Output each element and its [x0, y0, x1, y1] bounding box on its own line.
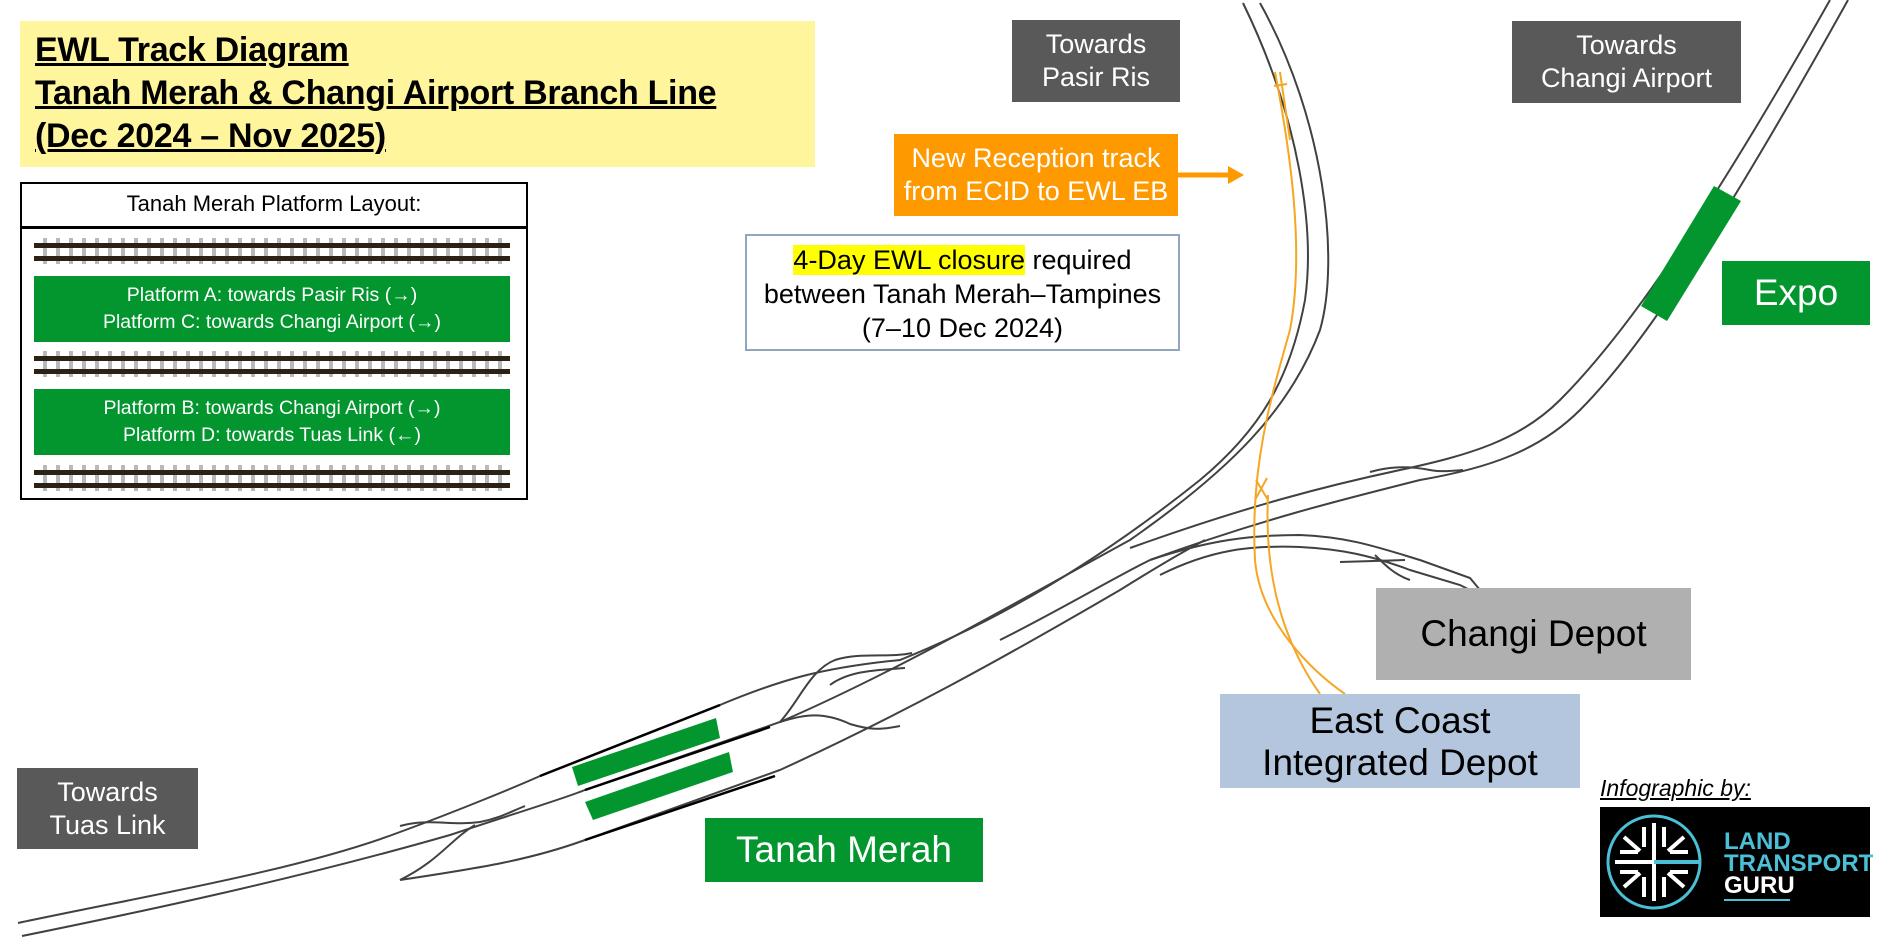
reception-crossover — [1254, 477, 1269, 501]
rail-track-icon — [34, 236, 510, 266]
platform-d-label: Platform D: towards Tuas Link (←) — [122, 424, 421, 446]
track-depot-2 — [1159, 545, 1471, 591]
annotation-line: New Reception track — [911, 143, 1161, 173]
track-junction-link — [999, 559, 1151, 641]
crossover-east-3 — [829, 667, 906, 686]
logo-word: TRANSPORT — [1724, 850, 1874, 877]
land-transport-guru-logo: LAND TRANSPORT GURU — [1600, 807, 1874, 917]
tanah-merah-platform-2 — [585, 752, 733, 820]
closure-dates: (7–10 Dec 2024) — [861, 313, 1064, 343]
platform-layout-heading: Tanah Merah Platform Layout: — [22, 184, 526, 229]
closure-annotation: 4-Day EWL closure required between Tanah… — [745, 234, 1180, 351]
crossover-east-2 — [779, 714, 901, 730]
closure-line-2: between Tanah Merah–Tampines — [763, 279, 1162, 309]
platform-b-label: Platform B: towards Changi Airport (→) — [103, 397, 441, 419]
label-line: Towards — [57, 776, 158, 807]
towards-changi-airport-label: Towards Changi Airport — [1512, 21, 1741, 103]
station-expo: Expo — [1722, 261, 1870, 325]
reception-track-annotation: New Reception track from ECID to EWL EB — [894, 134, 1178, 216]
rail-track-icon — [34, 463, 510, 493]
rail-track-icon — [34, 349, 510, 379]
crossover-east-1 — [779, 652, 913, 723]
label-line: Changi Airport — [1540, 63, 1713, 93]
logo-word: LAND — [1724, 828, 1791, 855]
crossover-cab — [1369, 466, 1464, 473]
towards-tuas-link-label: Towards Tuas Link — [17, 768, 198, 849]
label-line: Pasir Ris — [1041, 62, 1150, 92]
ecid-line-1: East Coast — [1309, 700, 1491, 741]
track-ewl-north — [17, 2, 1309, 924]
title-line-3: (Dec 2024 – Nov 2025) — [35, 117, 386, 155]
crossover-depot — [1339, 554, 1411, 581]
title-box: EWL Track Diagram Tanah Merah & Changi A… — [20, 21, 815, 167]
track-ewl-south — [399, 539, 1206, 881]
reception-buffer — [1273, 71, 1291, 141]
ecid-label: East Coast Integrated Depot — [1220, 694, 1580, 788]
island-platform-1: Platform A: towards Pasir Ris (→) Platfo… — [34, 276, 510, 342]
crossover-west-1 — [399, 805, 526, 827]
ecid-line-2: Integrated Depot — [1262, 742, 1538, 783]
expo-platform — [1641, 186, 1741, 321]
changi-depot-label: Changi Depot — [1376, 588, 1691, 680]
label-line: Tuas Link — [49, 809, 166, 840]
label-line: Towards — [1045, 29, 1147, 59]
logo-wordmark: LAND TRANSPORT GURU — [1724, 828, 1874, 899]
closure-text: required — [1025, 245, 1132, 275]
reception-arrow — [1178, 166, 1244, 184]
tanah-merah-platform-1 — [572, 718, 720, 786]
island-platform-2: Platform B: towards Changi Airport (→) P… — [34, 389, 510, 455]
reception-track-2 — [1266, 494, 1321, 695]
track-ewl-mid — [21, 2, 1330, 937]
platform-layout-legend: Tanah Merah Platform Layout: Platform A:… — [20, 182, 528, 500]
towards-pasir-ris-label: Towards Pasir Ris — [1012, 20, 1180, 102]
platform-a-label: Platform A: towards Pasir Ris (→) — [126, 284, 418, 306]
station-tanah-merah: Tanah Merah — [705, 818, 983, 882]
track-depot-1 — [1149, 533, 1481, 591]
title-line-1: EWL Track Diagram — [35, 31, 349, 69]
label-line: Towards — [1576, 30, 1677, 60]
logo-underline — [1724, 899, 1790, 901]
compass-logo-icon — [1606, 814, 1702, 910]
annotation-line: from ECID to EWL EB — [903, 176, 1169, 206]
platform-c-label: Platform C: towards Changi Airport (→) — [102, 311, 442, 333]
crossover-west-2 — [399, 824, 476, 881]
reception-track-1 — [1253, 71, 1346, 695]
credit-label: Infographic by: — [1600, 775, 1751, 801]
title-line-2: Tanah Merah & Changi Airport Branch Line — [35, 74, 717, 112]
logo-word: GURU — [1724, 872, 1795, 899]
closure-highlight: 4-Day EWL closure — [793, 245, 1025, 275]
